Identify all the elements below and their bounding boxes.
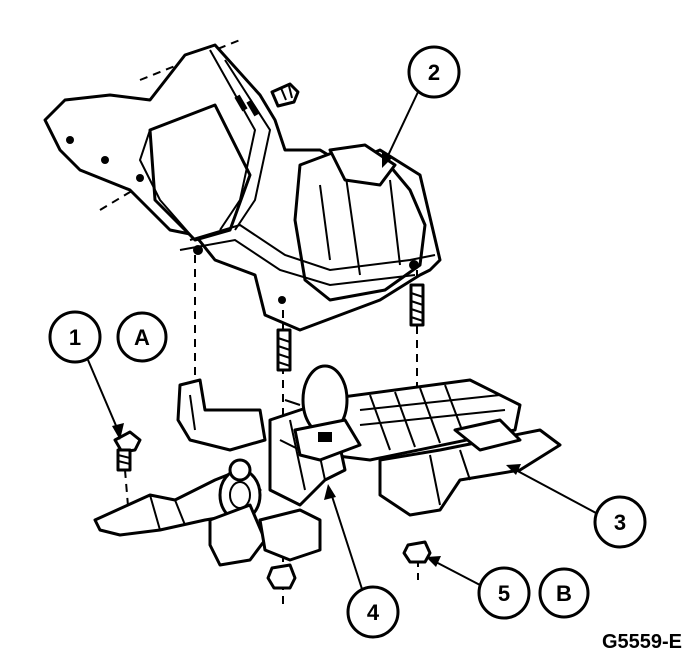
callout-letter-a-label: A	[134, 325, 150, 350]
callout-4: 4	[324, 484, 400, 639]
callout-5-label: 5	[498, 581, 510, 606]
callout-2: 2	[382, 45, 461, 168]
mounting-stud-left	[276, 328, 292, 372]
nut-part-5	[402, 540, 432, 564]
callout-letter-b-label: B	[556, 581, 572, 606]
callout-1: 1	[48, 310, 124, 440]
mounting-stud-right	[409, 283, 425, 327]
callout-3-label: 3	[614, 510, 626, 535]
bolt-part-1	[113, 430, 142, 472]
callout-3: 3	[506, 464, 647, 549]
callout-1-label: 1	[69, 325, 81, 350]
callout-letter-b: B	[538, 567, 590, 619]
nut-lower	[266, 563, 297, 590]
steering-column-assembly	[93, 364, 562, 567]
callout-5: 5	[426, 556, 531, 620]
callout-letter-a: A	[116, 311, 168, 363]
figure-code: G5559-E	[602, 631, 682, 653]
upper-bracket-shroud-assembly	[43, 39, 442, 332]
callout-4-label: 4	[367, 600, 380, 625]
callout-2-label: 2	[428, 60, 440, 85]
